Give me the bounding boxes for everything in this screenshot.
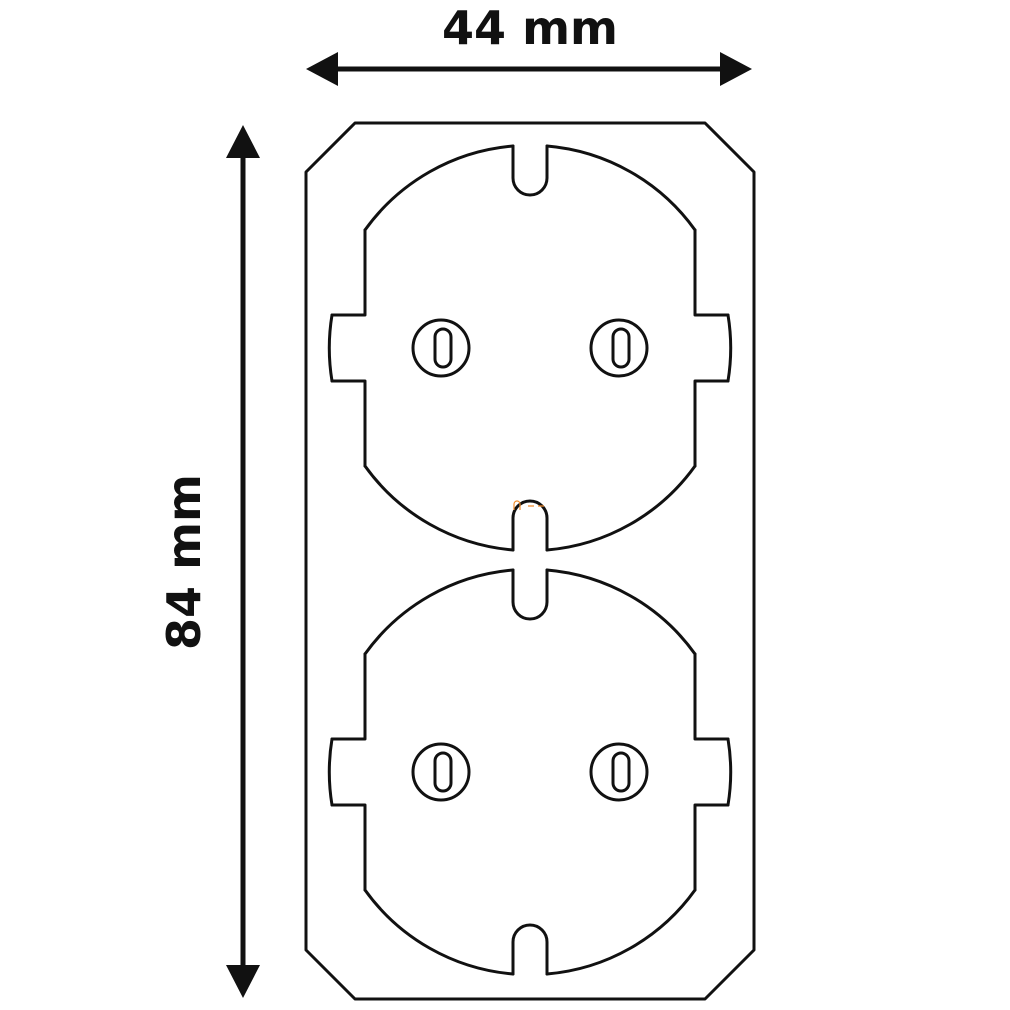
socket-upper — [327, 144, 733, 552]
pin-hole-left — [411, 742, 471, 802]
side-recess-left — [330, 652, 367, 892]
earth-clip-top — [511, 568, 549, 621]
pin-hole-right — [589, 742, 649, 802]
side-recess-left — [330, 228, 367, 468]
side-recess-right — [693, 652, 730, 892]
earth-clip-top — [511, 144, 549, 197]
socket-lower — [327, 568, 733, 976]
earth-clip-bottom — [511, 499, 549, 552]
down-arrow-icon — [226, 965, 260, 998]
width-dimension: 44 mm — [306, 1, 752, 86]
earth-clip-bottom — [511, 923, 549, 976]
up-arrow-icon — [226, 125, 260, 158]
pin-hole-left — [411, 318, 471, 378]
faceplate-outline — [304, 121, 756, 1001]
right-arrow-icon — [720, 52, 752, 86]
side-recess-right — [693, 228, 730, 468]
socket-rim — [327, 568, 733, 976]
height-dimension: 84 mm — [157, 125, 260, 998]
socket-rim — [327, 144, 733, 552]
width-label: 44 mm — [442, 1, 618, 55]
orange-marker — [513, 500, 544, 510]
height-label: 84 mm — [157, 474, 211, 650]
pin-hole-right — [589, 318, 649, 378]
left-arrow-icon — [306, 52, 338, 86]
